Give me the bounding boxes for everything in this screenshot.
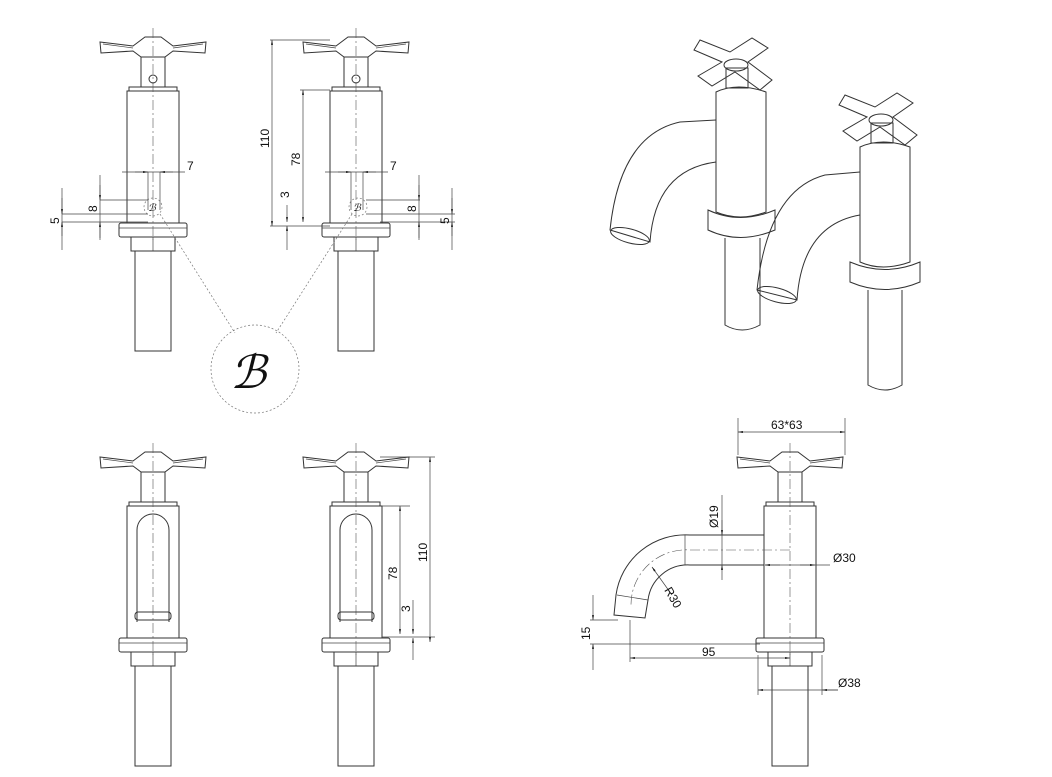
dim-body-height: 78	[289, 152, 303, 166]
dim-height-b: 5	[48, 217, 62, 224]
dim-total-height: 110	[416, 543, 430, 562]
dim-height-a: 8	[405, 205, 419, 212]
dim-handle-size: 63*63	[771, 418, 803, 432]
dim-height-a: 8	[86, 205, 100, 212]
dim-body-height: 78	[386, 566, 400, 580]
dim-flange-diameter: Ø38	[838, 676, 861, 690]
front-view-bottom-left	[99, 442, 207, 767]
grub-screw-icon	[351, 74, 361, 84]
grub-screw-icon	[148, 74, 158, 84]
dim-width: 7	[187, 159, 194, 173]
logo-detail: ℬ	[159, 213, 353, 414]
dim-outlet-height: 15	[579, 626, 593, 640]
dim-small: 3	[399, 605, 413, 612]
dim-body-diameter: Ø30	[833, 551, 856, 565]
dim-spout-radius: R30	[661, 585, 684, 611]
dim-small: 3	[278, 191, 292, 198]
brand-logo: ℬ	[230, 345, 269, 399]
logo-mark-small: ℬ	[353, 203, 362, 214]
dim-width: 7	[390, 159, 397, 173]
dim-total-height: 110	[258, 129, 272, 148]
dim-spout-reach: 95	[702, 645, 716, 659]
front-view-top-right: ℬ 110 78 3 7 8 5	[258, 27, 455, 352]
front-view-bottom-right: 110 78 3	[302, 442, 435, 767]
tap-3d-back	[609, 37, 776, 331]
side-view: 63*63 Ø19 Ø30 R30 15 95 Ø38	[579, 418, 861, 767]
logo-mark-small: ℬ	[148, 203, 157, 214]
dim-spout-diameter: Ø19	[707, 505, 721, 528]
dim-height-b: 5	[438, 217, 452, 224]
tap-3d-front	[756, 92, 921, 391]
front-view-top-left: ℬ 7 8 5	[48, 27, 207, 352]
perspective-view	[609, 37, 921, 391]
